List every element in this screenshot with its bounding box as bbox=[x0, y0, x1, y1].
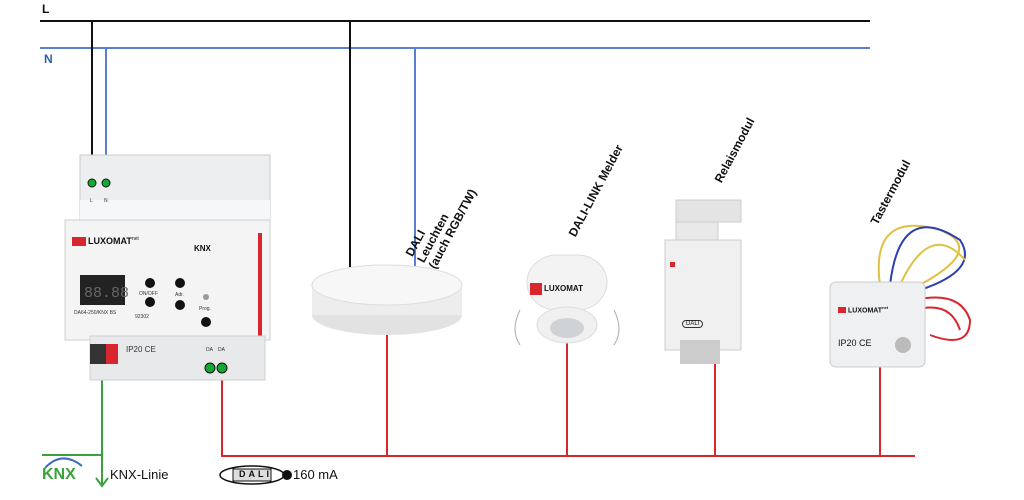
l-label: L bbox=[42, 2, 50, 16]
taster-module bbox=[829, 224, 972, 368]
gateway-device: 88.88 bbox=[64, 154, 271, 381]
knx-logo-arc bbox=[44, 457, 83, 469]
gateway-code: 92302 bbox=[135, 314, 149, 320]
gateway-model: DA64-250/KNX BS bbox=[74, 310, 117, 316]
dali-lamp bbox=[311, 264, 463, 335]
gateway-knx-logo: KNX bbox=[194, 244, 211, 253]
n-label: N bbox=[44, 52, 53, 66]
btn-onoff-label: ON/OFF bbox=[139, 291, 158, 297]
knx-linie-label: KNX-Linie bbox=[110, 467, 169, 482]
svg-text:88.88: 88.88 bbox=[84, 285, 129, 302]
btn-adr-label: Adr. bbox=[175, 292, 184, 298]
da-label-1: DA bbox=[206, 347, 213, 353]
sensor-brand: LUXOMAT bbox=[544, 284, 583, 293]
gateway-brand: LUXOMATnet bbox=[88, 236, 139, 246]
terminal-n: N bbox=[104, 198, 108, 204]
relay-module bbox=[664, 199, 742, 364]
gateway-ip: IP20 CE bbox=[126, 345, 156, 354]
terminal-l: L bbox=[90, 198, 93, 204]
dali-logo-text: DALI bbox=[239, 469, 272, 479]
knx-line bbox=[42, 370, 109, 488]
btn-prog-label: Prog. bbox=[199, 306, 211, 312]
dali-current-label: 160 mA bbox=[293, 467, 338, 482]
taster-ip: IP20 CE bbox=[838, 338, 872, 348]
relay-dali-badge: DALI bbox=[682, 320, 704, 328]
da-label-2: DA bbox=[218, 347, 225, 353]
dali-link-sensor bbox=[514, 254, 620, 346]
dali-logo bbox=[219, 465, 292, 485]
knx-logo: KNX bbox=[42, 466, 76, 483]
taster-brand: LUXOMATnet bbox=[848, 305, 889, 315]
dali-bus bbox=[221, 334, 915, 457]
